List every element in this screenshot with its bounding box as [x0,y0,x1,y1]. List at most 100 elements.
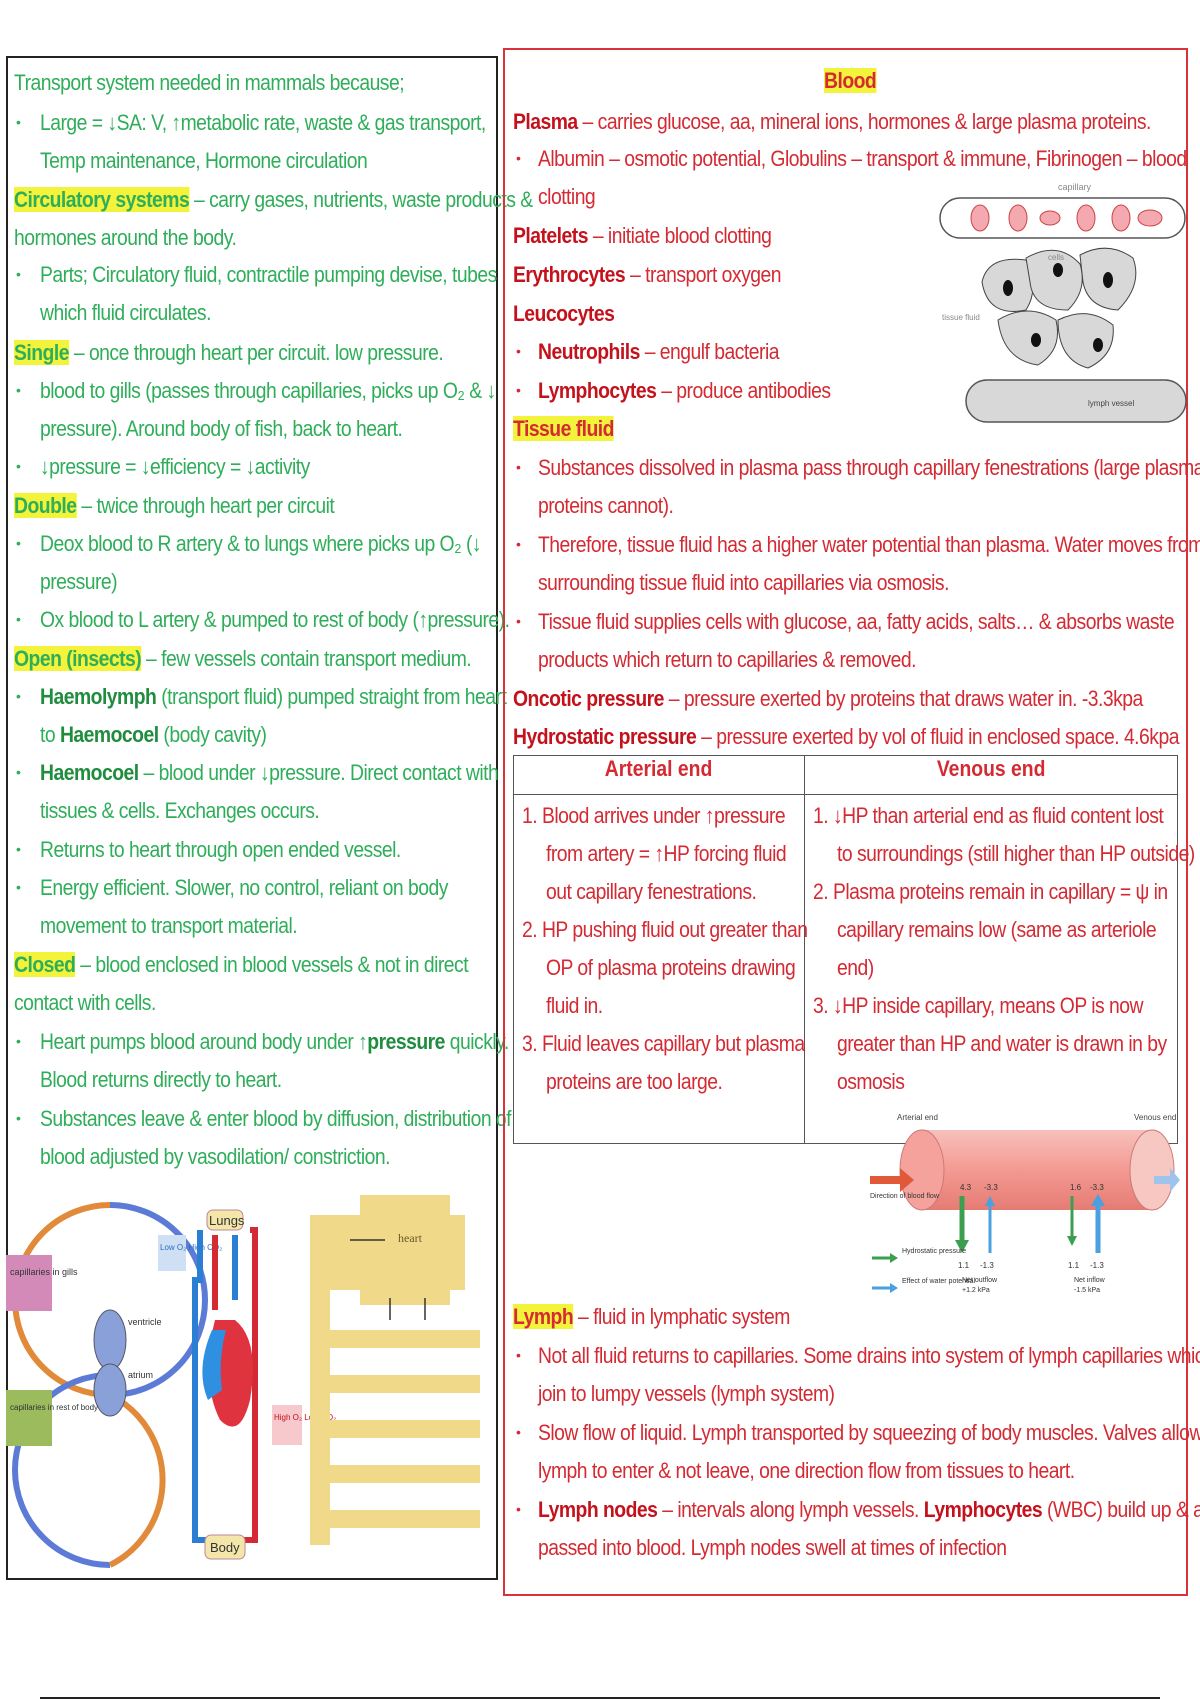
bullet: • [516,536,521,552]
haemocoel-line-2: tissues & cells. Exchanges occurs. [40,798,320,823]
water-potential-legend: Effect of water potential [902,1278,975,1285]
albumin-line-2: clotting [538,184,596,209]
bullet: • [16,382,21,398]
bullet: • [16,841,21,857]
bullet: • [516,613,521,629]
ox-line: Ox blood to L artery & pumped to rest of… [40,607,510,632]
val-m3-3-a: -3.3 [984,1183,998,1192]
bullet: • [516,1424,521,1440]
haemolymph-line-1: Haemolymph (transport fluid) pumped stra… [40,684,507,709]
heart-pumps-line-1: Heart pumps blood around body under ↑pre… [40,1029,509,1054]
single-heading: Single – once through heart per circuit.… [14,340,444,365]
substances-line-1: Substances leave & enter blood by diffus… [40,1106,512,1131]
open-heading: Open (insects) – few vessels contain tra… [14,646,472,671]
bullet: • [516,382,521,398]
tf3-line-2: products which return to capillaries & r… [538,647,916,672]
bullet: • [516,1347,521,1363]
net-inflow-value: -1.5 kPa [1074,1287,1100,1294]
bullet: • [16,266,21,282]
closed-heading: Closed – blood enclosed in blood vessels… [14,952,469,977]
leucocytes-line: Leucocytes [513,301,615,326]
left-panel [6,56,498,1580]
ventricle-label: ventricle [128,1317,162,1327]
hydrostatic-line: Hydrostatic pressure – pressure exerted … [513,724,1179,749]
tf3-line-1: Tissue fluid supplies cells with glucose… [538,609,1175,634]
body-label: Body [210,1540,240,1555]
deox-line-1: Deox blood to R artery & to lungs where … [40,531,482,556]
substances-line-2: blood adjusted by vasodilation/ constric… [40,1144,391,1169]
lymph-vessel-label: lymph vessel [1088,399,1134,408]
venous-cell: 1. ↓HP than arterial end as fluid conten… [805,795,1195,1143]
venous-label: Venous end [1134,1113,1176,1122]
haemolymph-line-2: to Haemocoel (body cavity) [40,722,267,747]
lymph-nodes-line-1: Lymph nodes – intervals along lymph vess… [538,1497,1200,1522]
bullet: • [16,535,21,551]
venous-item: 1. ↓HP than arterial end as fluid conten… [813,803,1164,828]
cap-gills-label: capillaries in gills [10,1267,78,1277]
venous-end-header: Venous end [936,756,1046,781]
intro-text: Transport system needed in mammals becau… [14,70,405,95]
energy-line-1: Energy efficient. Slower, no control, re… [40,875,448,900]
val-1-6: 1.6 [1070,1183,1082,1192]
arterial-venous-table: Arterial end Venous end 1. Blood arrives… [513,755,1195,1144]
venous-item: 2. Plasma proteins remain in capillary =… [813,879,1168,904]
returns-line: Returns to heart through open ended vess… [40,837,401,862]
deox-line-2: pressure) [40,569,118,594]
bullet: • [516,150,521,166]
arterial-cell: 1. Blood arrives under ↑pressure from ar… [514,795,808,1143]
bullet: • [516,1501,521,1517]
high-o2-label: High O₂ Low CO₂ [274,1413,336,1422]
reason-line-2: Temp maintenance, Hormone circulation [40,148,368,173]
circulatory-heading: Circulatory systems – carry gases, nutri… [14,187,533,212]
blood-title: Blood [824,68,877,93]
reason-line-1: Large = ↓SA: V, ↑metabolic rate, waste &… [40,110,486,135]
parts-line-1: Parts; Circulatory fluid, contractile pu… [40,262,497,287]
lymph2-line-2: lymph to enter & not leave, one directio… [538,1458,1075,1483]
efficiency-line: ↓pressure = ↓efficiency = ↓activity [40,454,310,479]
net-outflow-label: Net outflow [962,1277,998,1284]
bullet: • [16,611,21,627]
bullet: • [16,458,21,474]
tissue-fluid-heading: Tissue fluid [513,416,615,441]
tf2-line-2: surrounding tissue fluid into capillarie… [538,570,949,595]
net-inflow-label: Net inflow [1074,1277,1106,1284]
val-m1-3-a: -1.3 [980,1261,994,1270]
direction-label: Direction of blood flow [870,1193,940,1200]
heart-pumps-line-2: Blood returns directly to heart. [40,1067,282,1092]
heart-label: heart [398,1231,423,1245]
lymphocytes-line: Lymphocytes – produce antibodies [538,378,831,403]
tf1-line-2: proteins cannot). [538,493,674,518]
lymph-heading: Lymph – fluid in lymphatic system [513,1304,790,1329]
closed-line-2: contact with cells. [14,990,156,1015]
bullet: • [516,343,521,359]
lymph-nodes-line-2: passed into blood. Lymph nodes swell at … [538,1535,1007,1560]
low-o2-label: Low O₂ High CO₂ [160,1243,222,1252]
double-circulation-diagram: Low O₂ High CO₂ Lungs Body High O₂ Low C… [158,1209,336,1560]
tissue-fluid-figure: capillary cells tissue fluid lymph vesse… [939,182,1187,423]
cells-label: cells [1048,253,1064,262]
haemocoel-line-1: Haemocoel – blood under ↓pressure. Direc… [40,760,499,785]
bullet: • [16,688,21,704]
bottom-rule [40,1697,1160,1699]
oncotic-line: Oncotic pressure – pressure exerted by p… [513,686,1143,711]
val-m3-3-b: -3.3 [1090,1183,1104,1192]
arterial-item: 3. Fluid leaves capillary but plasma [522,1031,805,1056]
energy-line-2: movement to transport material. [40,913,298,938]
tf1-line-1: Substances dissolved in plasma pass thro… [538,455,1200,480]
lymph1-line-1: Not all fluid returns to capillaries. So… [538,1343,1200,1368]
lymph1-line-2: join to lumpy vessels (lymph system) [538,1381,835,1406]
neutrophils-line: Neutrophils – engulf bacteria [538,339,780,364]
lymph2-line-1: Slow flow of liquid. Lymph transported b… [538,1420,1200,1445]
arterial-end-header: Arterial end [605,756,713,781]
plasma-line: Plasma – carries glucose, aa, mineral io… [513,109,1151,134]
platelets-line: Platelets – initiate blood clotting [513,223,772,248]
arterial-item: 1. Blood arrives under ↑pressure [522,803,786,828]
val-1-1-a: 1.1 [958,1261,970,1270]
lungs-label: Lungs [209,1213,245,1228]
bullet: • [16,114,21,130]
bullet: • [16,879,21,895]
capillary-label: capillary [1058,182,1092,192]
net-outflow-value: +1.2 kPa [962,1287,990,1294]
val-m1-3-b: -1.3 [1090,1261,1104,1270]
gills-line-1: blood to gills (passes through capillari… [40,378,496,403]
